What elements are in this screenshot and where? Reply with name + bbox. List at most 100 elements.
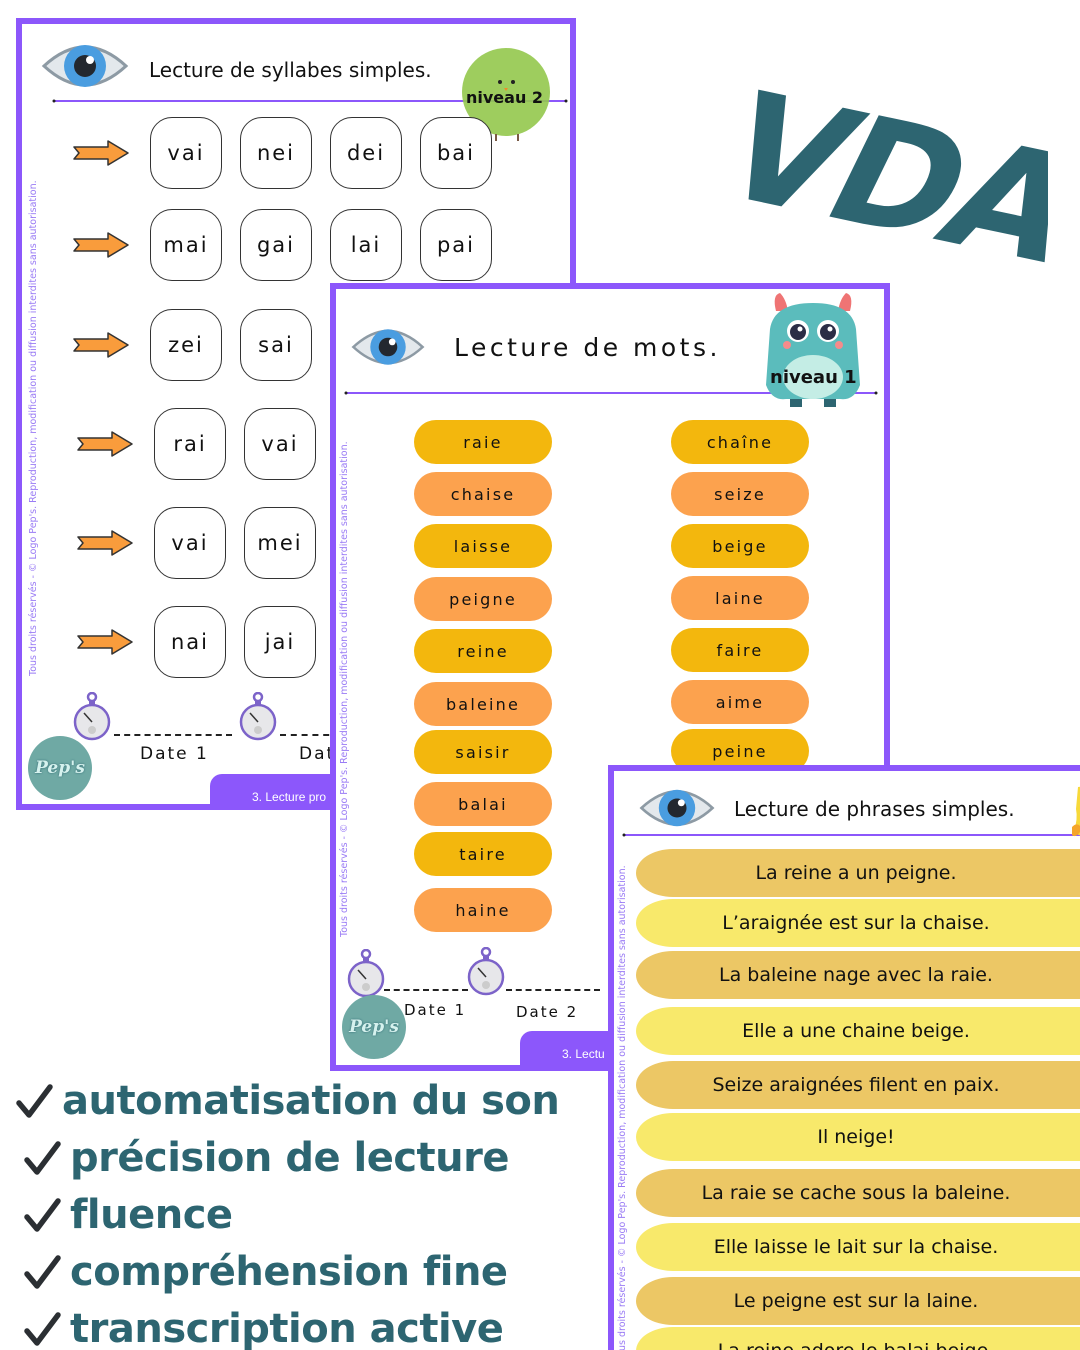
stopwatch-icon bbox=[467, 947, 505, 996]
footer-tab: 3. Lecture pro bbox=[210, 774, 340, 804]
peps-logo-badge: Pep's bbox=[342, 995, 406, 1059]
sentence-strip: Seize araignées filent en paix. bbox=[636, 1061, 1080, 1109]
date2-label: Dat bbox=[299, 744, 336, 764]
skill-label: compréhension fine bbox=[70, 1248, 508, 1295]
skill-item: automatisation du son bbox=[14, 1072, 560, 1129]
sentence-strip: La reine a un peigne. bbox=[636, 849, 1080, 897]
arrow-right-icon bbox=[73, 232, 129, 258]
skill-label: transcription active bbox=[70, 1305, 504, 1350]
worksheet-title: Lecture de mots. bbox=[454, 333, 721, 362]
checkmark-icon bbox=[16, 1083, 53, 1118]
arrow-right-icon bbox=[77, 530, 133, 556]
peps-logo-badge: Pep's bbox=[28, 736, 92, 800]
syllable-card: rai bbox=[154, 408, 226, 480]
sentence-strip: La baleine nage avec la raie. bbox=[636, 951, 1080, 999]
vda-logo: VDA bbox=[748, 80, 1048, 280]
sentence-text: Il neige! bbox=[817, 1126, 895, 1148]
stopwatch-icon bbox=[239, 692, 277, 741]
copyright-notice: Tous droits réservés - © Logo Pep's. Rep… bbox=[28, 180, 39, 676]
sentence-text: Seize araignées filent en paix. bbox=[712, 1074, 1000, 1096]
word-pill: laine bbox=[671, 576, 809, 620]
syllable-card: mei bbox=[244, 507, 316, 579]
sentence-text: La reine a un peigne. bbox=[755, 862, 957, 884]
green-chick-mascot bbox=[462, 48, 550, 141]
word-pill: peigne bbox=[414, 577, 552, 621]
syllable-card: sai bbox=[240, 309, 312, 381]
sentence-text: Elle laisse le lait sur la chaise. bbox=[713, 1236, 999, 1258]
word-pill: faire bbox=[671, 628, 809, 672]
sentence-strip: Elle laisse le lait sur la chaise. bbox=[636, 1223, 1080, 1271]
checkmark-icon bbox=[24, 1311, 61, 1346]
syllable-card: vai bbox=[150, 117, 222, 189]
date2-line bbox=[280, 734, 340, 736]
sentence-text: La reine adore le balai beige. bbox=[636, 1340, 1076, 1350]
skill-item: transcription active bbox=[14, 1300, 559, 1350]
sentence-text: L’araignée est sur la chaise. bbox=[722, 912, 990, 934]
date1-line bbox=[384, 989, 468, 991]
word-pill: raie bbox=[414, 420, 552, 464]
word-pill: balai bbox=[414, 782, 552, 826]
sentence-text: Elle a une chaine beige. bbox=[742, 1020, 970, 1042]
eye-icon bbox=[639, 789, 715, 827]
skill-item: compréhension fine bbox=[14, 1243, 559, 1300]
word-pill: baleine bbox=[414, 682, 552, 726]
date2-line bbox=[506, 989, 600, 991]
level-badge: niveau 2 bbox=[466, 88, 544, 107]
date2-label: Date 2 bbox=[516, 1003, 579, 1021]
sentence-strip: L’araignée est sur la chaise. bbox=[636, 899, 1080, 947]
arrow-right-icon bbox=[77, 629, 133, 655]
syllable-card: mai bbox=[150, 209, 222, 281]
worksheet-title: Lecture de syllabes simples. bbox=[149, 58, 432, 82]
skill-label: précision de lecture bbox=[70, 1134, 510, 1181]
copyright-notice: Tous droits réservés - © Logo Pep's. Rep… bbox=[617, 865, 628, 1350]
syllable-card: vai bbox=[244, 408, 316, 480]
syllable-card: pai bbox=[420, 209, 492, 281]
arrow-right-icon bbox=[73, 140, 129, 166]
checkmark-icon bbox=[24, 1140, 61, 1175]
yellow-mascot bbox=[1072, 786, 1080, 837]
word-pill: haine bbox=[414, 888, 552, 932]
checkmark-icon bbox=[24, 1254, 61, 1289]
worksheet-title: Lecture de phrases simples. bbox=[734, 797, 1015, 821]
skills-list: automatisation du son précision de lectur… bbox=[14, 1072, 560, 1350]
word-pill: seize bbox=[671, 472, 809, 516]
word-pill: taire bbox=[414, 832, 552, 876]
stopwatch-icon bbox=[347, 949, 385, 998]
level-badge: niveau 1 bbox=[770, 367, 857, 388]
date1-label: Date 1 bbox=[404, 1001, 467, 1019]
sentence-text: Le peigne est sur la laine. bbox=[733, 1290, 979, 1312]
syllable-card: nai bbox=[154, 606, 226, 678]
eye-icon bbox=[41, 45, 129, 87]
syllable-card: bai bbox=[420, 117, 492, 189]
date1-label: Date 1 bbox=[140, 744, 209, 764]
skill-label: fluence bbox=[70, 1191, 233, 1238]
vda-logo-text: VDA bbox=[748, 80, 1048, 280]
title-underline bbox=[346, 392, 876, 394]
sentence-text: La baleine nage avec la raie. bbox=[719, 964, 993, 986]
stopwatch-icon bbox=[73, 692, 111, 741]
arrow-right-icon bbox=[73, 332, 129, 358]
title-underline bbox=[624, 834, 1080, 836]
sentence-strip: La reine adore le balai beige. bbox=[636, 1327, 1080, 1350]
checkmark-icon bbox=[24, 1197, 61, 1232]
word-pill: aime bbox=[671, 680, 809, 724]
skill-item: fluence bbox=[14, 1186, 559, 1243]
syllable-card: jai bbox=[244, 606, 316, 678]
blue-monster-mascot bbox=[766, 293, 860, 407]
sentence-strip: La raie se cache sous la baleine. bbox=[636, 1169, 1080, 1217]
word-pill: reine bbox=[414, 629, 552, 673]
skill-item: précision de lecture bbox=[14, 1129, 559, 1186]
sentence-strip: Le peigne est sur la laine. bbox=[636, 1277, 1080, 1325]
copyright-notice: Tous droits réservés - © Logo Pep's. Rep… bbox=[339, 441, 350, 937]
sentence-text: La raie se cache sous la baleine. bbox=[701, 1182, 1011, 1204]
title-underline bbox=[54, 100, 566, 102]
syllable-card: nei bbox=[240, 117, 312, 189]
word-pill: saisir bbox=[414, 730, 552, 774]
arrow-right-icon bbox=[77, 431, 133, 457]
syllable-card: lai bbox=[330, 209, 402, 281]
